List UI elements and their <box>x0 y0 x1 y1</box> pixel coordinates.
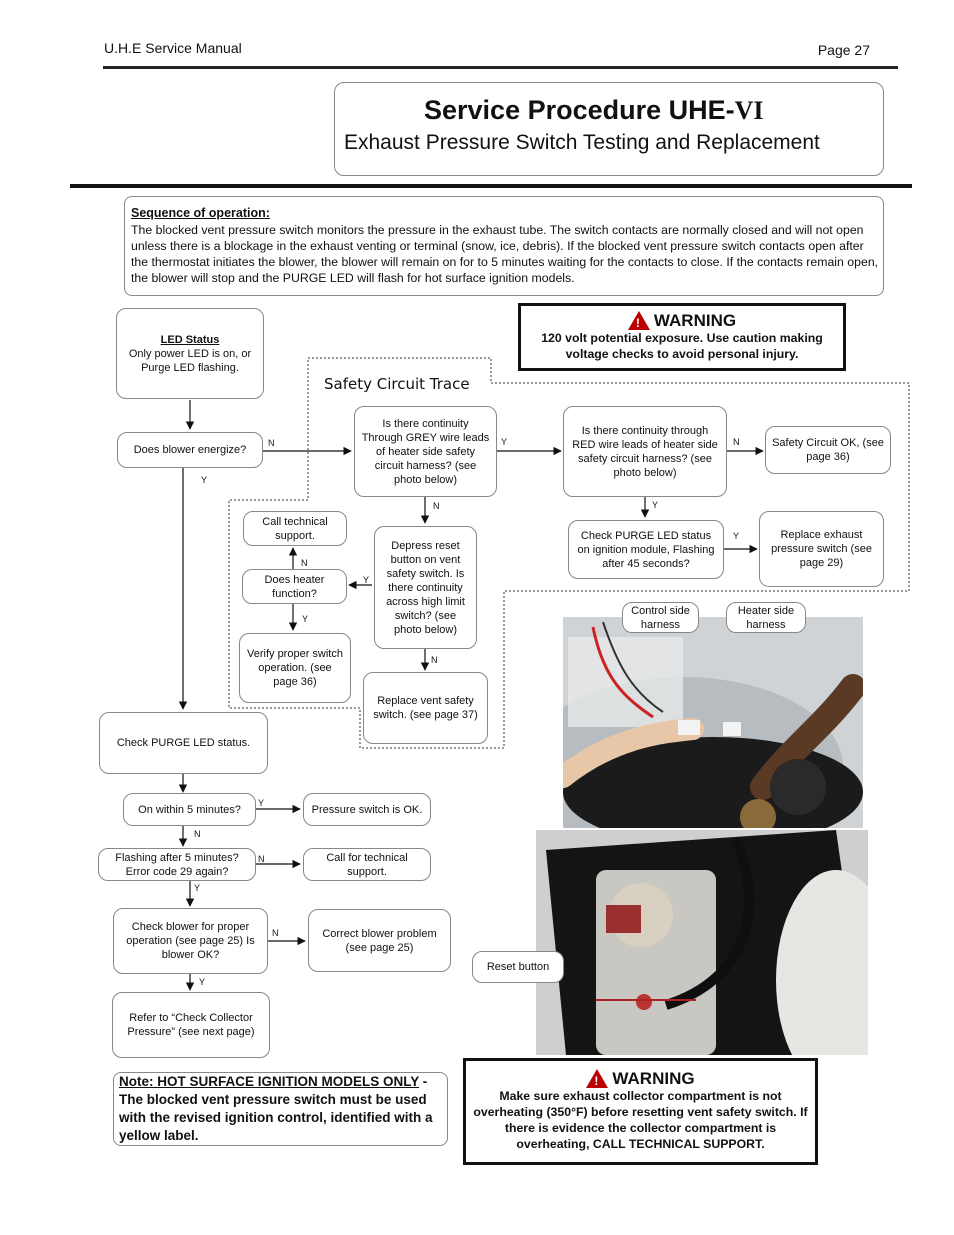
warning-text: 120 volt potential exposure. Use caution… <box>541 331 823 361</box>
flashing-after-5-minutes-box: Flashing after 5 minutes? Error code 29 … <box>98 848 256 881</box>
header-divider <box>103 66 898 69</box>
warning-text: Make sure exhaust collector compartment … <box>473 1089 808 1151</box>
safety-circuit-trace-label: Safety Circuit Trace <box>324 375 470 393</box>
section-divider <box>70 184 912 188</box>
label-yes: Y <box>733 531 740 541</box>
does-blower-energize-box: Does blower energize? <box>117 432 263 468</box>
led-status-box: LED Status Only power LED is on, or Purg… <box>116 308 264 399</box>
label-no: N <box>258 854 265 864</box>
check-blower-box: Check blower for proper operation (see p… <box>113 908 268 974</box>
replace-exhaust-switch-box: Replace exhaust pressure switch (see pag… <box>759 511 884 587</box>
call-technical-support-box-2: Call for technical support. <box>303 848 431 881</box>
label-yes: Y <box>194 883 201 893</box>
pressure-switch-ok-box: Pressure switch is OK. <box>303 793 431 826</box>
label-no: N <box>433 501 440 511</box>
manual-name: U.H.E Service Manual <box>104 40 242 56</box>
label-yes: Y <box>501 437 508 447</box>
reset-button-label: Reset button <box>472 951 564 983</box>
note-box <box>113 1072 448 1146</box>
label-no: N <box>301 558 308 568</box>
sequence-text: The blocked vent pressure switch monitor… <box>131 223 879 285</box>
label-no: N <box>431 655 438 665</box>
safety-circuit-trace-outline <box>228 357 910 749</box>
label-yes: Y <box>652 500 659 510</box>
verify-switch-operation-box: Verify proper switch operation. (see pag… <box>239 633 351 703</box>
harness-photo <box>563 617 863 828</box>
red-continuity-box: Is there continuity through RED wire lea… <box>563 406 727 497</box>
led-status-text: Only power LED is on, or Purge LED flash… <box>128 347 252 374</box>
harness-photo-image <box>563 617 863 828</box>
reset-button-photo-image <box>536 830 868 1055</box>
label-yes: Y <box>199 977 206 987</box>
on-within-5-minutes-box: On within 5 minutes? <box>123 793 256 826</box>
page-subtitle: Exhaust Pressure Switch Testing and Repl… <box>344 131 820 154</box>
refer-collector-pressure-box: Refer to “Check Collector Pressure” (see… <box>112 992 270 1058</box>
warning-title: ! WARNING <box>466 1069 815 1088</box>
does-heater-function-box: Does heater function? <box>242 569 347 604</box>
check-purge-led-box: Check PURGE LED status. <box>99 712 268 774</box>
label-no: N <box>272 928 279 938</box>
warning-icon: ! <box>586 1069 609 1088</box>
safety-circuit-ok-box: Safety Circuit OK, (see page 36) <box>765 426 891 474</box>
heater-side-harness-label: Heater side harness <box>726 602 806 633</box>
warning-overheating: ! WARNING Make sure exhaust collector co… <box>463 1058 818 1165</box>
sequence-heading: Sequence of operation: <box>131 206 270 220</box>
control-side-harness-label: Control side harness <box>622 602 699 633</box>
label-no: N <box>268 438 275 448</box>
replace-vent-switch-box: Replace vent safety switch. (see page 37… <box>363 672 488 744</box>
page-title: Service Procedure UHE-VI <box>424 95 764 125</box>
page-number: Page 27 <box>817 42 870 58</box>
warning-icon: ! <box>627 311 650 330</box>
note-text: Note: HOT SURFACE IGNITION MODELS ONLY -… <box>119 1074 433 1143</box>
correct-blower-box: Correct blower problem (see page 25) <box>308 909 451 972</box>
warning-voltage: ! WARNING 120 volt potential exposure. U… <box>518 303 846 371</box>
label-no: N <box>733 437 740 447</box>
title-box <box>334 82 884 176</box>
sequence-box <box>124 196 884 296</box>
warning-title: ! WARNING <box>521 311 843 330</box>
grey-continuity-box: Is there continuity Through GREY wire le… <box>354 406 497 497</box>
label-yes: Y <box>363 575 370 585</box>
check-purge-module-box: Check PURGE LED status on ignition modul… <box>568 520 724 579</box>
label-yes: Y <box>258 798 265 808</box>
call-technical-support-box: Call technical support. <box>243 511 347 546</box>
label-yes: Y <box>302 614 309 624</box>
reset-button-photo <box>536 830 868 1055</box>
label-no: N <box>194 829 201 839</box>
label-yes: Y <box>201 475 208 485</box>
depress-reset-box: Depress reset button on vent safety swit… <box>374 526 477 649</box>
led-status-title: LED Status <box>160 333 220 346</box>
